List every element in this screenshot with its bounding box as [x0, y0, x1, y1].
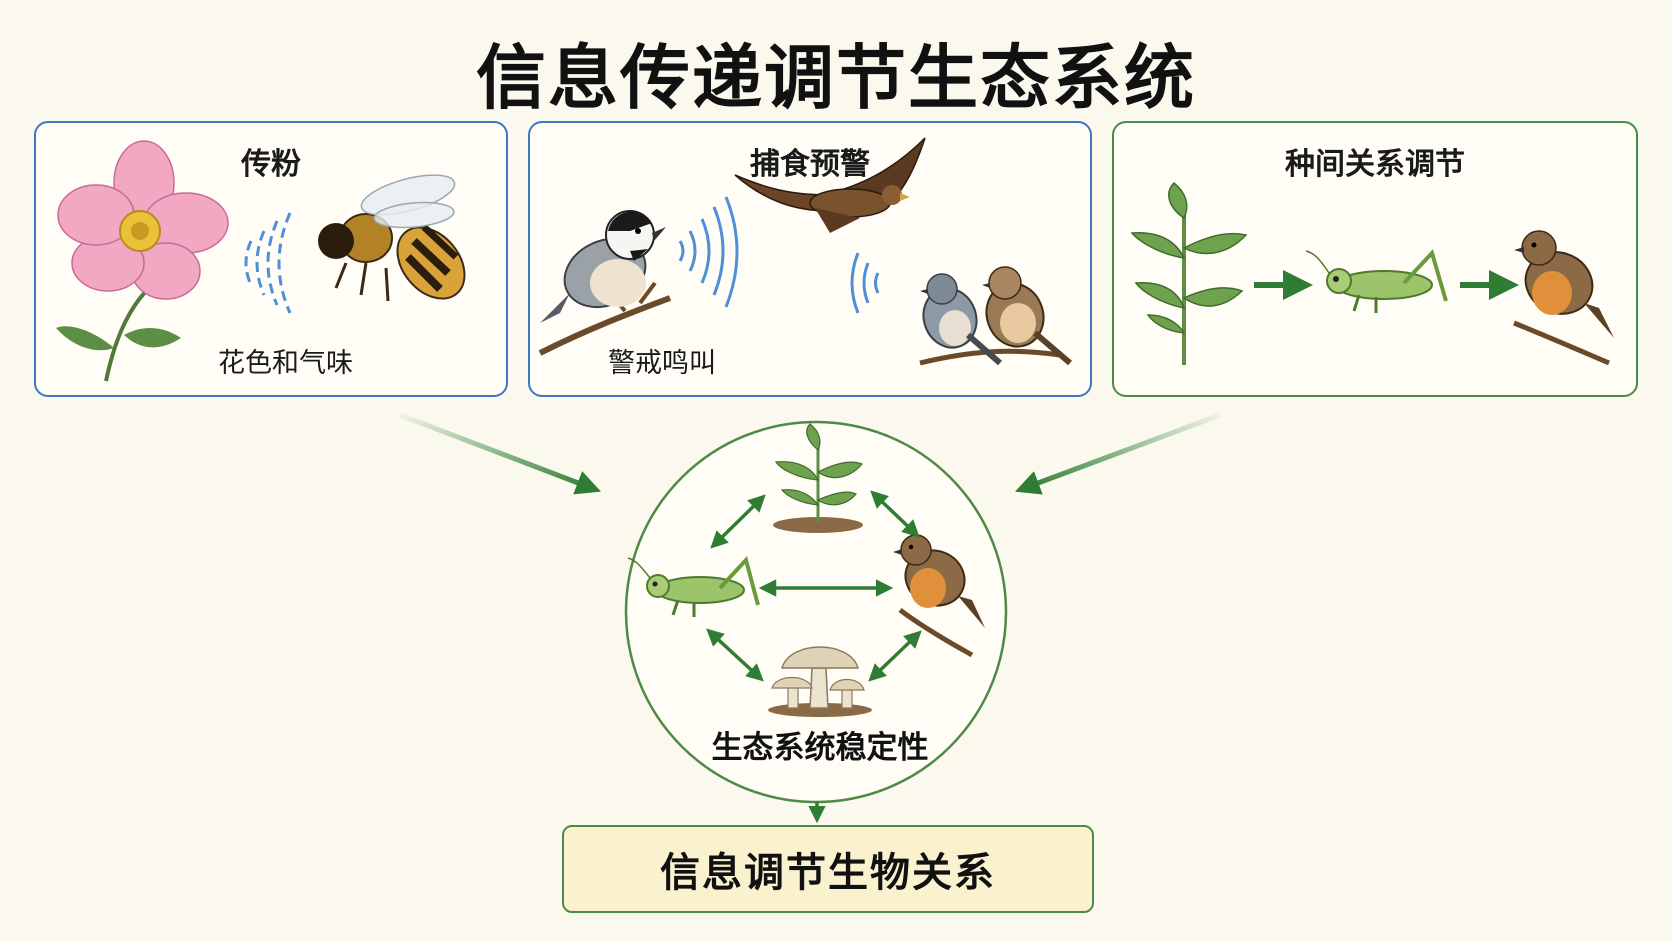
robin-icon — [893, 534, 985, 658]
mushroom-icon — [768, 646, 872, 717]
hawk-icon — [734, 137, 926, 233]
arrow-plant-robin — [870, 490, 920, 538]
small-birds-icon — [919, 266, 1072, 366]
panel-title-predation-warning: 捕食预警 — [750, 147, 870, 182]
panel-label-predation-warning: 警戒鸣叫 — [608, 348, 716, 379]
bee-icon — [318, 174, 466, 302]
arrow-from-interspecific — [1014, 412, 1221, 495]
arrow-robin-mushroom — [868, 630, 922, 682]
sound-wave-icon — [244, 212, 292, 314]
ecosystem-stability-label: 生态系统稳定性 — [711, 730, 929, 766]
plant-icon — [1130, 181, 1248, 365]
flower-icon — [56, 140, 229, 382]
robin-icon — [1513, 230, 1614, 366]
page-title: 信息传递调节生态系统 — [476, 37, 1196, 119]
panel-title-pollination: 传粉 — [241, 147, 301, 182]
panel-pollination: 传粉 — [34, 121, 508, 397]
panel-title-interspecific-relation: 种间关系调节 — [1285, 147, 1465, 182]
panel-interspecific-relation: 种间关系调节 — [1112, 121, 1638, 397]
plant-icon — [773, 423, 864, 533]
chickadee-icon — [538, 210, 672, 356]
grasshopper-icon — [627, 555, 760, 617]
sound-wave-icon — [850, 252, 880, 314]
arrow-from-pollination — [399, 412, 602, 495]
result-label: 信息调节生物关系 — [660, 850, 996, 896]
arrow-plant-grasshopper — [710, 494, 766, 549]
arrow-grasshopper-mushroom — [706, 628, 764, 682]
grasshopper-icon — [1305, 249, 1448, 313]
panel-label-pollination: 花色和气味 — [218, 348, 353, 379]
interaction-arrows — [706, 490, 922, 682]
sound-wave-icon — [678, 196, 739, 308]
panel-predation-warning: 捕食预警 — [528, 121, 1092, 397]
result-box: 信息调节生物关系 — [562, 825, 1094, 913]
